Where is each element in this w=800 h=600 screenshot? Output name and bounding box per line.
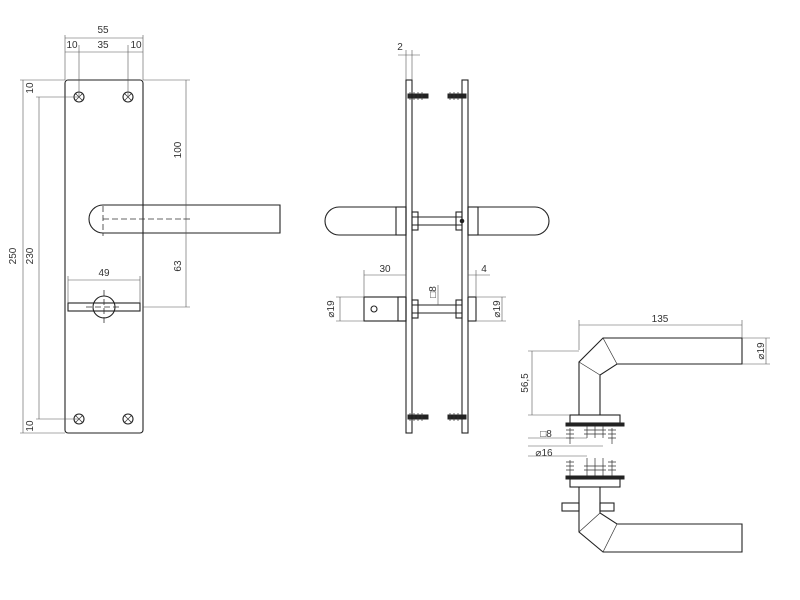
turn-cover-side (467, 296, 477, 322)
dim-230-label: 230 (25, 247, 36, 264)
rose-screws-lower-icon (566, 458, 616, 476)
thumb-turn (67, 290, 141, 324)
screw-bottom-right-icon (122, 413, 134, 425)
side-view: 2 (324, 42, 550, 434)
lever-handle-outline (88, 204, 281, 234)
lever-detail-view: □8 ⌀16 135 56,5 ⌀19 (520, 314, 770, 553)
front-view: 55 10 35 10 250 230 10 10 100 63 49 (8, 25, 281, 434)
dim-dia19-left-label: ⌀19 (326, 300, 337, 318)
dim-250-label: 250 (8, 247, 19, 264)
spindle-side (412, 216, 462, 226)
front-plate-side (405, 79, 413, 434)
dim-rose-dia-label: ⌀16 (535, 448, 553, 459)
dim-35-label: 35 (97, 40, 109, 51)
dim-10-bottom-label: 10 (25, 420, 36, 432)
backplate-outline (64, 79, 144, 434)
lever-detail-upper (578, 337, 743, 415)
dim-10-right-label: 10 (130, 40, 142, 51)
screw-side-bottom-left-icon (407, 413, 429, 421)
dim-135-label: 135 (652, 314, 669, 325)
dim-square8-side-label: □8 (428, 286, 439, 298)
dim-10-top-label: 10 (25, 82, 36, 94)
lever-left-side (324, 206, 407, 236)
dim-100-label: 100 (173, 141, 184, 158)
dim-thumb-turn-width: 49 (67, 268, 141, 303)
dim-63-label: 63 (173, 260, 184, 272)
dim-30-label: 30 (379, 264, 391, 275)
screw-side-top-left-icon (407, 92, 429, 100)
dim-plate-height: 250 230 10 10 (8, 79, 79, 434)
rose-lower (569, 478, 621, 488)
lever-right-side (467, 206, 550, 236)
thumb-turn-side (363, 296, 407, 322)
back-plate-side (461, 79, 469, 434)
dim-spindle-square-label: □8 (540, 429, 552, 440)
dim-10-left-label: 10 (66, 40, 78, 51)
dim-55-label: 55 (97, 25, 109, 36)
rose-upper (569, 414, 621, 424)
dim-56-5-label: 56,5 (520, 373, 531, 393)
dim-plate-width: 55 10 35 10 (64, 25, 144, 97)
rose-screws-upper-icon (566, 426, 616, 444)
dim-lever-dia-label: ⌀19 (756, 342, 767, 360)
dim-dia19-right-label: ⌀19 (492, 300, 503, 318)
screw-side-top-right-icon (447, 92, 467, 100)
dim-4-label: 4 (481, 264, 487, 275)
lever-detail-lower (578, 487, 743, 553)
dim-2-label: 2 (397, 42, 403, 53)
screw-side-bottom-right-icon (447, 413, 467, 421)
dim-49-label: 49 (98, 268, 110, 279)
dim-lever-positions: 100 63 (143, 79, 190, 308)
